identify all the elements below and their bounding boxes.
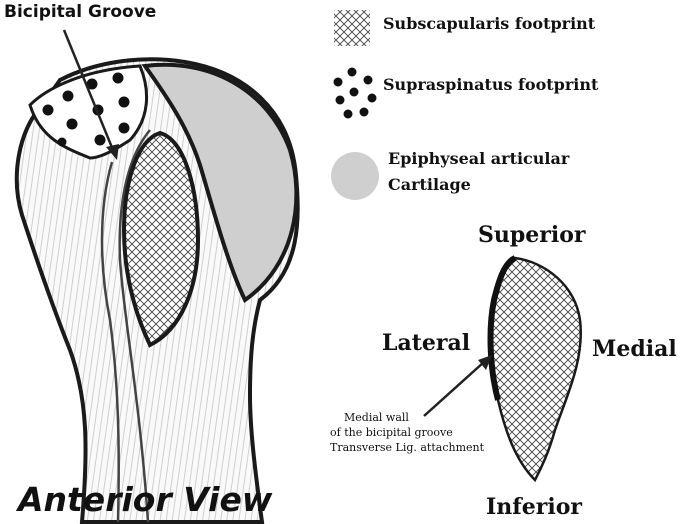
subscapularis-footprint-detail bbox=[489, 256, 583, 483]
legend-supraspinatus-label: Supraspinatus footprint bbox=[383, 75, 599, 94]
groove-line-left bbox=[100, 161, 120, 523]
subscapularis-region-humerus bbox=[121, 130, 201, 348]
groove-line-right bbox=[118, 129, 151, 523]
cartilage-swatch bbox=[331, 152, 379, 200]
lateral-label: Lateral bbox=[382, 330, 471, 356]
legend-cartilage-label-line2: Cartilage bbox=[388, 175, 471, 194]
supraspinatus-dots bbox=[42, 72, 130, 147]
supraspinatus-swatch bbox=[333, 67, 377, 119]
view-label: Anterior View bbox=[18, 480, 273, 519]
groove-pointer-head bbox=[106, 144, 119, 160]
medial-label: Medial bbox=[592, 336, 677, 362]
medial-wall-pointer-head bbox=[478, 355, 492, 370]
supraspinatus-region bbox=[28, 64, 149, 160]
annotation-line3: Transverse Lig. attachment bbox=[330, 441, 485, 454]
superior-label: Superior bbox=[478, 222, 586, 248]
medial-wall-pointer bbox=[423, 361, 485, 417]
bicipital-groove-label: Bicipital Groove bbox=[4, 2, 157, 22]
annotation-line2: of the bicipital groove bbox=[330, 426, 453, 439]
cartilage-region bbox=[141, 62, 299, 303]
groove-pointer bbox=[62, 29, 115, 151]
legend-subscapularis-label: Subscapularis footprint bbox=[383, 14, 596, 33]
medial-wall-edge bbox=[487, 255, 517, 401]
annotation-line1: Medial wall bbox=[344, 411, 409, 424]
legend-cartilage-label-line1: Epiphyseal articular bbox=[388, 149, 570, 168]
inferior-label: Inferior bbox=[486, 494, 582, 520]
subscapularis-swatch bbox=[334, 10, 370, 46]
